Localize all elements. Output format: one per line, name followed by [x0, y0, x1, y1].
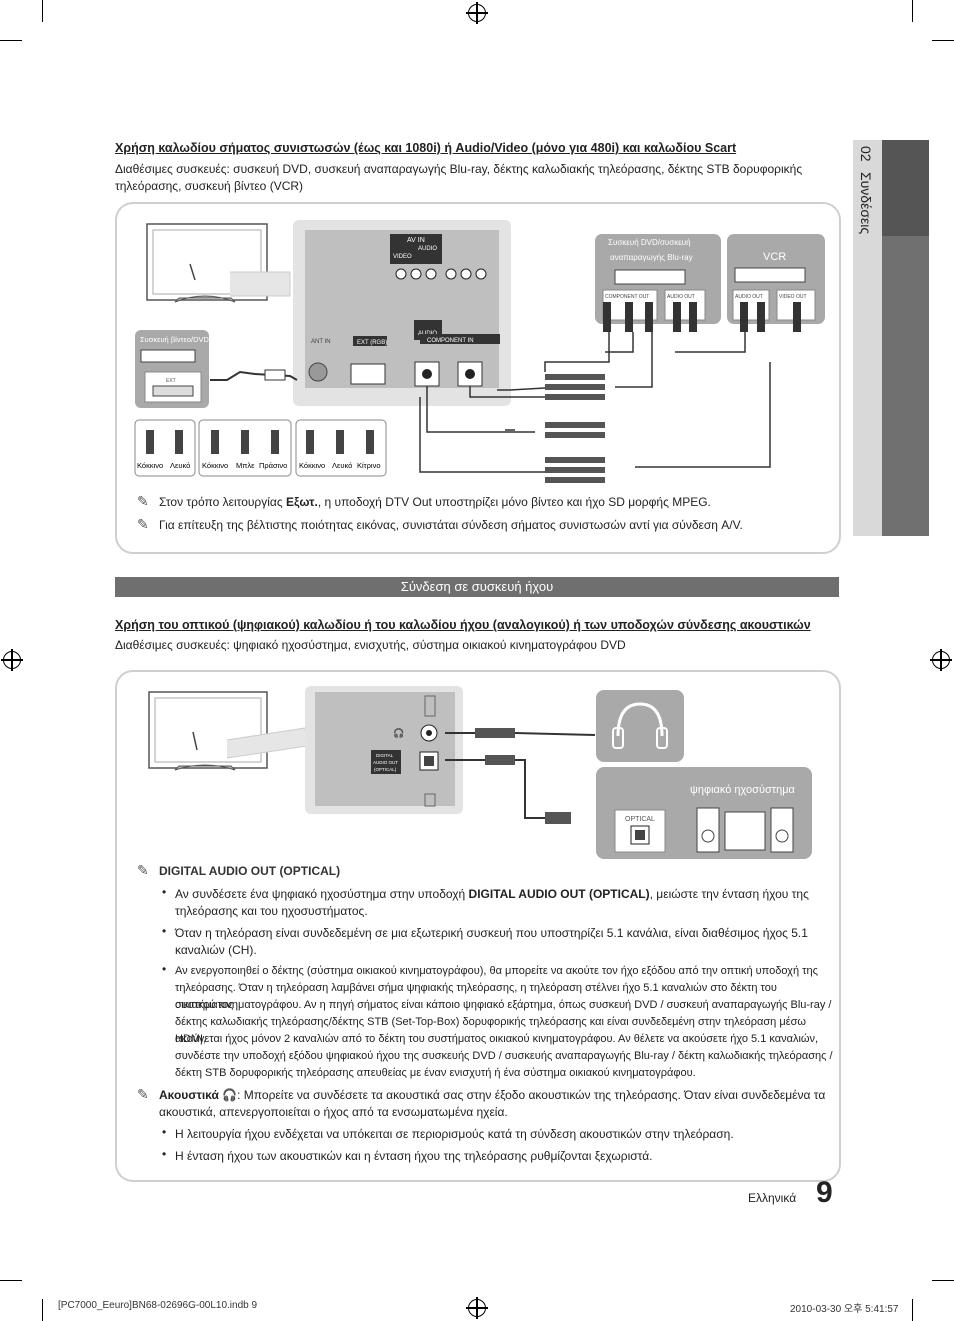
- legend2-red: Κόκκινο: [202, 461, 228, 470]
- bullet3-line3: οικιακού κινηματογράφου. Αν η πηγή σήματ…: [175, 999, 832, 1011]
- crop-mark: [932, 1280, 954, 1281]
- vcr-audio-out-label: AUDIO OUT: [735, 294, 763, 300]
- registration-mark-icon: [466, 2, 488, 24]
- note-pencil-icon: ✎: [137, 1086, 149, 1102]
- diagram1: AV IN AUDIO VIDEO AUDIO COMPONENT IN ANT…: [134, 220, 825, 483]
- video-label: VIDEO: [393, 254, 412, 260]
- section2-heading: Χρήση του οπτικού (ψηφιακού) καλωδίου ή …: [115, 618, 811, 632]
- audio-label-top: AUDIO: [418, 246, 437, 252]
- note1-pre: Στον τρόπο λειτουργίας: [159, 495, 286, 509]
- digital-label: DIGITAL: [376, 753, 394, 758]
- bullet3-line5: ακούγεται ήχος μόνον 2 καναλιών από το δ…: [175, 1033, 819, 1045]
- diagram2: 🎧 DIGITAL AUDIO OUT (OPTICAL) ψηφιακό ηχ…: [148, 686, 812, 859]
- bullet-icon: •: [162, 962, 167, 976]
- registration-mark-icon: [930, 649, 952, 671]
- crop-mark: [912, 1299, 913, 1321]
- av-in-label: AV IN: [407, 237, 425, 244]
- video-out-label: VIDEO OUT: [779, 294, 807, 300]
- note1-post: , η υποδοχή DTV Out υποστηρίζει μόνο βίν…: [317, 495, 711, 509]
- bluray-label-2: αναπαραγωγής Blu-ray: [610, 253, 693, 262]
- legend3-white: Λευκό: [332, 461, 352, 470]
- headphone-icon: 🎧: [222, 1088, 238, 1102]
- bullet5: Η ένταση ήχου των ακουστικών και η έντασ…: [175, 1149, 653, 1163]
- headphone-line2: ακουστικά, απενεργοποιείται ο ήχος από τ…: [159, 1105, 508, 1119]
- bullet2-line2: καναλιών (CH).: [175, 943, 257, 957]
- side-tab-dark-lower: [882, 236, 929, 536]
- tv-rear-view-2: [148, 691, 308, 771]
- bullet1: Αν συνδέσετε ένα ψηφιακό ηχοσύστημα στην…: [175, 886, 825, 903]
- note1: Στον τρόπο λειτουργίας Εξωτ., η υποδοχή …: [159, 494, 819, 511]
- page-number: 9: [816, 1176, 833, 1209]
- vcr-label: VCR: [763, 251, 786, 263]
- optical-label-tv: (OPTICAL): [374, 767, 397, 772]
- legend2-green: Πράσινο: [259, 461, 287, 470]
- legend2-blue: Μπλε: [236, 461, 255, 470]
- registration-mark-icon: [1, 649, 23, 671]
- crop-mark: [0, 40, 22, 41]
- audio-out-label: AUDIO OUT: [373, 760, 398, 765]
- ext-label: EXT: [166, 378, 176, 384]
- bullet1-line2: τηλεόρασης και του ηχοσυστήματος.: [175, 904, 368, 918]
- section2-devices: Διαθέσιμες συσκευές: ψηφιακό ηχοσύστημα,…: [115, 638, 626, 652]
- ext-rgb-label: EXT (RGB): [357, 340, 387, 346]
- bluray-label: Συσκευή DVD/συσκευή: [608, 238, 691, 247]
- side-tab-title: Συνδέσεις: [858, 172, 874, 235]
- bullet4: Η λειτουργία ήχου ενδέχεται να υπόκειται…: [175, 1127, 734, 1141]
- bullet3-line2: τηλεόρασης. Όταν η τηλεόραση λαμβάνει σή…: [175, 982, 777, 1011]
- ant-in-label: ANT IN: [311, 339, 331, 345]
- bullet2-line1: Όταν η τηλεόραση είναι συνδεδεμένη σε μι…: [175, 926, 808, 940]
- note-pencil-icon: ✎: [137, 493, 149, 509]
- headphone-box: [596, 690, 684, 762]
- bullet-icon: •: [162, 885, 167, 899]
- bullet-icon: •: [162, 924, 167, 938]
- section-banner: Σύνδεση σε συσκευή ήχου: [115, 577, 839, 597]
- note-pencil-icon: ✎: [137, 516, 149, 532]
- note1-bold: Εξωτ.: [285, 495, 318, 509]
- bullet3-line6: συνδέστε την υποδοχή εξόδου ψηφιακού ήχο…: [175, 1050, 833, 1062]
- bullet1-pre: Αν συνδέσετε ένα ψηφιακό ηχοσύστημα στην…: [175, 887, 469, 901]
- section1-heading: Χρήση καλωδίου σήματος συνιστωσών (έως κ…: [115, 141, 737, 155]
- tv-rear-view: [146, 223, 291, 303]
- bullet3-line1: Αν ενεργοποιηθεί ο δέκτης (σύστημα οικια…: [175, 965, 818, 977]
- side-tab-number: 02: [858, 146, 874, 162]
- bullet-icon: •: [162, 1147, 167, 1161]
- legend3-yellow: Κίτρινο: [357, 461, 381, 470]
- footer-date: 2010-03-30 오후 5:41:57: [790, 1304, 899, 1315]
- bullet1-bold: DIGITAL AUDIO OUT (OPTICAL): [468, 887, 650, 901]
- note-pencil-icon: ✎: [137, 862, 149, 878]
- headphone-bold: Ακουστικά: [159, 1088, 219, 1102]
- crop-mark: [912, 0, 913, 22]
- crop-mark: [932, 40, 954, 41]
- audio-out-label: AUDIO OUT: [667, 294, 695, 300]
- footer-language: Ελληνικά: [748, 1191, 797, 1205]
- optical-label: OPTICAL: [625, 816, 655, 823]
- bullet3-line7: δέκτη STB δορυφορικής τηλεόρασης απευθεί…: [175, 1067, 696, 1079]
- bullet-icon: •: [162, 1125, 167, 1139]
- notes2-title: DIGITAL AUDIO OUT (OPTICAL): [159, 864, 341, 878]
- component-in-label: COMPONENT IN: [427, 338, 474, 344]
- legend1-red: Κόκκινο: [137, 461, 163, 470]
- crop-mark: [42, 1299, 43, 1321]
- digital-system-label: ψηφιακό ηχοσύστημα: [690, 784, 796, 796]
- legend3-red: Κόκκινο: [299, 461, 325, 470]
- side-tab-dark: [882, 140, 929, 236]
- footer-file: [PC7000_Eeuro]BN68-02696G-00L10.indb 9: [58, 1300, 258, 1311]
- bullet3-line4: δέκτης καλωδιακής τηλεόρασης/δέκτης STB …: [175, 1016, 806, 1045]
- registration-mark-icon: [466, 1297, 488, 1319]
- headphone-note: Ακουστικά 🎧: Μπορείτε να συνδέσετε τα ακ…: [159, 1087, 829, 1104]
- vcr-dvd-label: Συσκευή βίντεο/DVD: [140, 335, 210, 344]
- crop-mark: [0, 1280, 22, 1281]
- legend1-white: Λευκό: [170, 461, 190, 470]
- component-out-label: COMPONENT OUT: [605, 294, 649, 300]
- note2: Για επίτευξη της βέλτιστης ποιότητας εικ…: [159, 518, 743, 532]
- section1-devices: Διαθέσιμες συσκευές: συσκευή DVD, συσκευ…: [115, 162, 803, 193]
- headphone-line1: : Μπορείτε να συνδέσετε τα ακουστικά σας…: [237, 1088, 826, 1102]
- bullet1-post: , μειώστε την ένταση ήχου της: [649, 887, 809, 901]
- headphone-jack-icon: 🎧: [393, 727, 404, 738]
- crop-mark: [42, 0, 43, 22]
